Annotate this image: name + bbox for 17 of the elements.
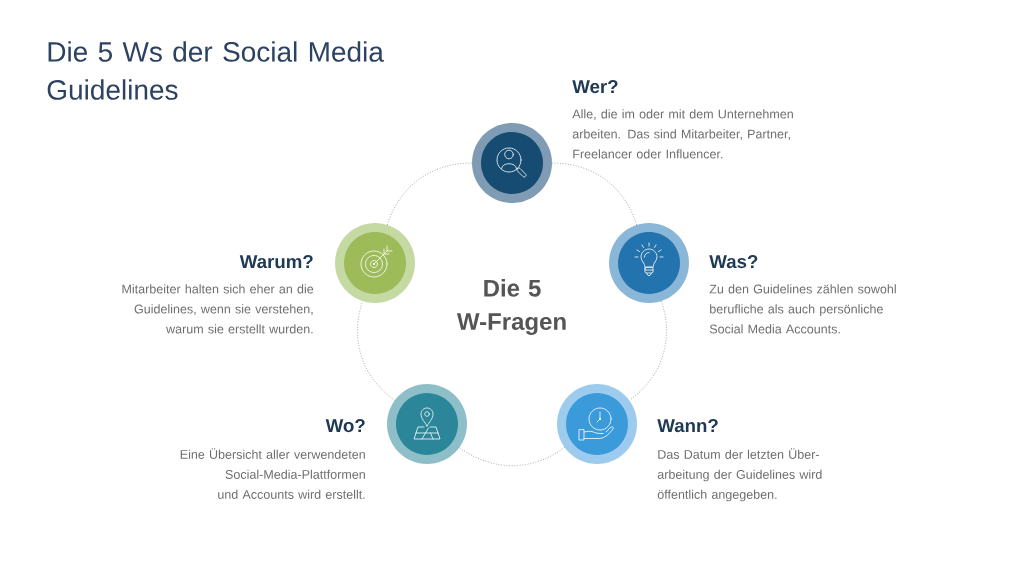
- center-label: Die 5 W-Fragen: [456, 279, 566, 335]
- dotted-arc: [629, 300, 667, 401]
- question-heading: Wer?: [572, 79, 618, 94]
- question-heading: Wo?: [325, 418, 365, 433]
- description-text: Alle, die im oder mit dem Unternehmen arbeiten. Das sind Mitarbeiter, Partner, Freelancer oder Influencer.: [572, 109, 793, 159]
- title: Die 5 Ws der Social Media Guidelines: [47, 41, 384, 100]
- question-heading: Wann?: [657, 418, 718, 433]
- question-heading: Warum?: [239, 254, 313, 269]
- description-text: Eine Übersicht aller verwendeten Social-Media-Plattformen und Accounts wird erstellt.: [180, 448, 365, 499]
- dotted-arc: [357, 300, 395, 401]
- dotted-arc: [551, 162, 638, 226]
- description-text: Das Datum der letzten Über- arbeitung der Guidelines wird öffentlich angegeben.: [657, 448, 822, 502]
- dotted-arc: [459, 447, 565, 467]
- description-text: Zu den Guidelines zählen sowohl berufliche als auch persönliche Social Media Accounts.: [709, 284, 896, 334]
- question-heading: Was?: [709, 254, 758, 269]
- description-text: Mitarbeiter halten sich eher an die Guidelines, wenn sie verstehen, warum sie erstellt wurden.: [122, 284, 314, 334]
- dotted-arc: [386, 162, 473, 226]
